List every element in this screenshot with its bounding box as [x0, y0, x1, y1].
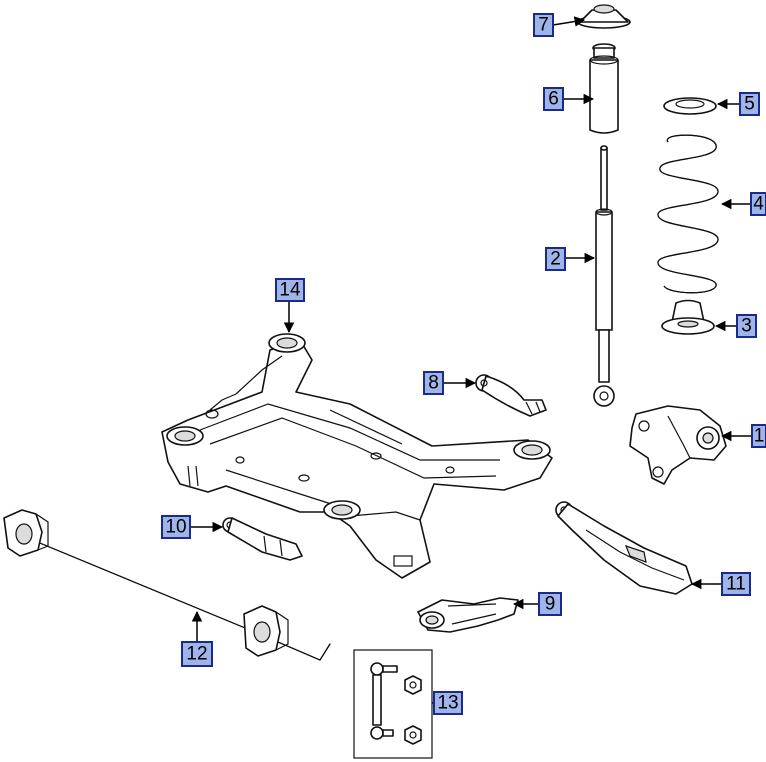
- svg-text:14: 14: [279, 280, 301, 301]
- dust-boot: [589, 43, 619, 134]
- callout-3: 3: [736, 314, 757, 338]
- coil-spring: [657, 134, 719, 294]
- svg-text:8: 8: [428, 373, 439, 394]
- callout-10: 10: [161, 515, 191, 539]
- upper-mount: [577, 4, 631, 29]
- leader-lines: [190, 16, 752, 704]
- lower-control-arm: [555, 501, 693, 595]
- callout-7: 7: [533, 13, 554, 37]
- callout-8: 8: [423, 371, 444, 395]
- stabilizer-link-kit: [353, 649, 433, 759]
- svg-text:7: 7: [538, 15, 549, 36]
- lateral-link: [417, 597, 519, 633]
- crossmember: [161, 333, 553, 579]
- svg-text:3: 3: [741, 316, 752, 337]
- knuckle: [629, 405, 727, 485]
- toe-link: [222, 517, 303, 561]
- callout-4: 4: [750, 192, 766, 216]
- svg-text:2: 2: [550, 249, 561, 270]
- svg-text:1: 1: [754, 426, 765, 447]
- callout-2: 2: [545, 247, 566, 271]
- shock-absorber: [593, 145, 615, 407]
- svg-text:13: 13: [437, 693, 458, 714]
- svg-text:12: 12: [186, 644, 207, 665]
- callout-12: 12: [181, 641, 213, 667]
- callout-1: 1: [751, 424, 766, 448]
- upper-control-arm: [475, 374, 547, 417]
- callout-13: 13: [433, 691, 463, 715]
- svg-text:5: 5: [744, 94, 755, 115]
- callout-6: 6: [543, 87, 564, 111]
- callout-11: 11: [721, 572, 751, 596]
- stabilizer-bar: [3, 509, 331, 661]
- svg-text:10: 10: [165, 517, 186, 538]
- spring-isolator-upper: [663, 97, 717, 115]
- svg-text:11: 11: [726, 574, 746, 595]
- callout-9: 9: [538, 592, 562, 616]
- svg-text:4: 4: [753, 194, 764, 215]
- spring-isolator-lower: [661, 299, 715, 335]
- svg-text:9: 9: [545, 594, 556, 615]
- callout-14: 14: [275, 278, 305, 302]
- svg-text:6: 6: [548, 89, 559, 110]
- callout-5: 5: [739, 92, 760, 116]
